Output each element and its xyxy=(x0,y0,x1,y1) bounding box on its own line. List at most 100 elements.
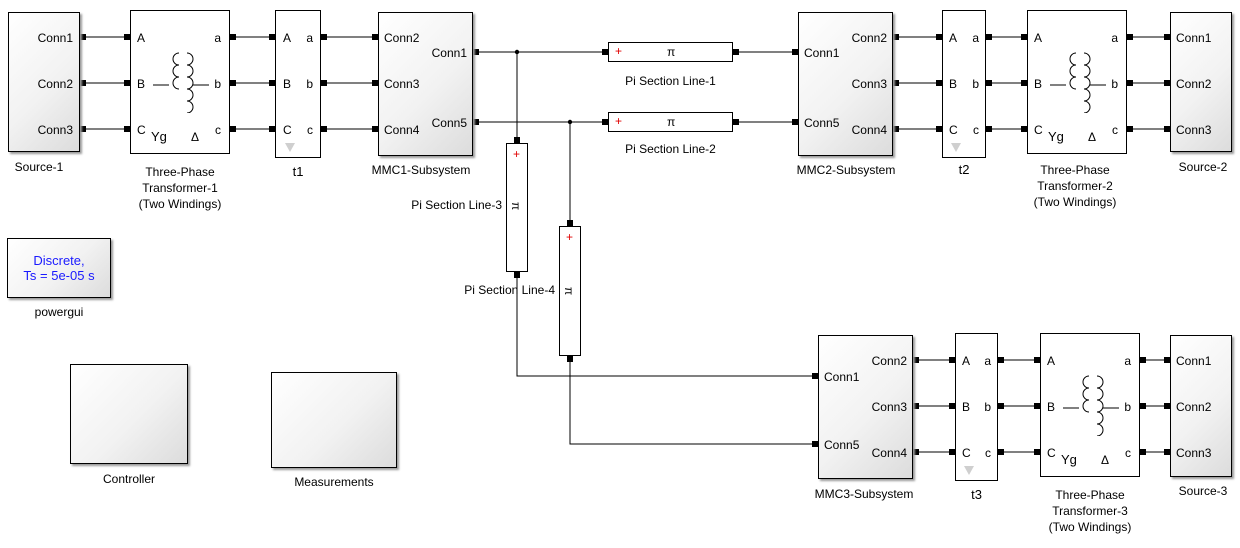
t1-port-C: C xyxy=(283,123,292,137)
t3-port-A: A xyxy=(962,354,971,368)
transformer-3-label-line3: (Two Windings) xyxy=(1048,520,1132,534)
transformer-1-port-B: B xyxy=(137,77,146,91)
transformer-3-label-line2: Transformer-3 xyxy=(1052,504,1128,518)
pi-symbol-icon: π xyxy=(509,201,524,211)
measurements-label: Measurements xyxy=(294,475,374,489)
t2-port-b: b xyxy=(972,77,979,91)
transformer-1-delta-label: Δ xyxy=(191,130,200,144)
transformer-1-port-b: b xyxy=(214,77,221,91)
pi-section-line-2-label: Pi Section Line-2 xyxy=(625,142,716,156)
t2-down-arrow-icon xyxy=(951,143,961,152)
controller-label: Controller xyxy=(102,472,156,486)
mmc1-subsystem-block[interactable]: Conn2 Conn3 Conn4 Conn1 Conn5 xyxy=(378,12,473,156)
transformer-1-port-C: C xyxy=(137,123,146,137)
pi-symbol-icon: π xyxy=(667,115,676,129)
pi-3-plus-icon: + xyxy=(513,147,521,161)
t1-block[interactable]: A B C a b c xyxy=(275,10,321,158)
mmc2-port-conn5: Conn5 xyxy=(804,116,840,130)
mmc2-port-conn2: Conn2 xyxy=(851,31,887,45)
transformer-3-port-C: C xyxy=(1047,446,1056,460)
transformer-1-block[interactable]: A B C a b c Yg Δ xyxy=(130,10,230,154)
pi-symbol-icon: π xyxy=(562,286,577,296)
t3-port-c: c xyxy=(985,446,991,460)
t3-label: t3 xyxy=(971,487,982,502)
mmc2-subsystem-label: MMC2-Subsystem xyxy=(796,163,896,177)
pi-section-line-4-block[interactable]: + π xyxy=(559,226,581,356)
t3-down-arrow-icon xyxy=(964,466,974,475)
source-2-port-conn3: Conn3 xyxy=(1176,123,1212,137)
mmc3-port-conn3: Conn3 xyxy=(871,400,907,414)
pi-1-plus-icon: + xyxy=(615,44,623,58)
transformer-2-port-C: C xyxy=(1034,123,1043,137)
source-2-block[interactable]: Conn1 Conn2 Conn3 xyxy=(1170,12,1232,152)
pi-2-plus-icon: + xyxy=(615,114,623,128)
pi-symbol-icon: π xyxy=(667,45,676,59)
t3-port-b: b xyxy=(984,400,991,414)
mmc3-subsystem-block[interactable]: Conn1 Conn5 Conn2 Conn3 Conn4 xyxy=(818,335,913,479)
source-1-port-conn3: Conn3 xyxy=(37,123,73,137)
t2-port-A: A xyxy=(949,31,958,45)
mmc2-port-conn4: Conn4 xyxy=(851,123,887,137)
t2-port-C: C xyxy=(949,123,958,137)
mmc1-port-conn3: Conn3 xyxy=(384,77,420,91)
transformer-coil-icon xyxy=(1050,52,1106,113)
transformer-3-port-c: c xyxy=(1125,446,1131,460)
source-1-port-conn1: Conn1 xyxy=(37,31,73,45)
transformer-3-label-line1: Three-Phase xyxy=(1055,488,1125,502)
t2-port-B: B xyxy=(949,77,958,91)
t2-port-c: c xyxy=(973,123,979,137)
transformer-1-label-line3: (Two Windings) xyxy=(138,197,222,211)
mmc3-subsystem-label: MMC3-Subsystem xyxy=(814,487,914,501)
t1-port-c: c xyxy=(307,123,313,137)
pi-4-plus-icon: + xyxy=(566,230,574,244)
t1-label: t1 xyxy=(292,164,304,179)
transformer-1-port-a: a xyxy=(214,31,221,45)
transformer-2-block[interactable]: A B C a b c Yg Δ xyxy=(1027,10,1127,154)
t3-port-a: a xyxy=(984,354,991,368)
transformer-2-port-a: a xyxy=(1111,31,1118,45)
pi-section-line-3-label: Pi Section Line-3 xyxy=(411,198,502,212)
source-1-label: Source-1 xyxy=(14,160,64,174)
t1-port-a: a xyxy=(306,31,313,45)
source-3-block[interactable]: Conn1 Conn2 Conn3 xyxy=(1170,335,1232,477)
mmc3-port-conn4: Conn4 xyxy=(871,446,907,460)
pi-section-line-4-label: Pi Section Line-4 xyxy=(464,283,555,297)
powergui-sample-time-text: Ts = 5e-05 s xyxy=(23,268,95,283)
t2-label: t2 xyxy=(958,162,970,177)
source-1-block[interactable]: Conn1 Conn2 Conn3 xyxy=(8,12,80,152)
transformer-3-delta-label: Δ xyxy=(1101,453,1110,467)
measurements-block[interactable] xyxy=(271,372,397,468)
powergui-text: Discrete, Ts = 5e-05 s xyxy=(23,253,94,283)
mmc1-port-conn4: Conn4 xyxy=(384,123,420,137)
pi-section-line-3-block[interactable]: + π xyxy=(506,143,528,272)
mmc1-port-conn2: Conn2 xyxy=(384,31,420,45)
source-3-port-conn2: Conn2 xyxy=(1176,400,1212,414)
source-3-port-conn1: Conn1 xyxy=(1176,354,1212,368)
pi-section-line-1-block[interactable]: + π xyxy=(608,42,733,62)
transformer-coil-icon xyxy=(1063,375,1119,436)
transformer-3-port-a: a xyxy=(1124,354,1131,368)
transformer-3-block[interactable]: A B C a b c Yg Δ xyxy=(1040,333,1140,477)
transformer-1-port-c: c xyxy=(215,123,221,137)
transformer-3-port-b: b xyxy=(1124,400,1131,414)
t1-port-A: A xyxy=(283,31,292,45)
transformer-2-label-line3: (Two Windings) xyxy=(1033,195,1117,209)
mmc3-port-conn5: Conn5 xyxy=(824,438,860,452)
controller-block[interactable] xyxy=(70,364,188,464)
mmc2-subsystem-block[interactable]: Conn1 Conn5 Conn2 Conn3 Conn4 xyxy=(798,12,893,156)
t2-block[interactable]: A B C a b c xyxy=(942,10,986,158)
powergui-mode-text: Discrete, xyxy=(33,253,85,268)
mmc2-port-conn1: Conn1 xyxy=(804,46,840,60)
t3-port-B: B xyxy=(962,400,971,414)
transformer-1-label-line1: Three-Phase xyxy=(145,165,215,179)
transformer-2-port-c: c xyxy=(1112,123,1118,137)
source-2-port-conn2: Conn2 xyxy=(1176,77,1212,91)
pi-section-line-1-label: Pi Section Line-1 xyxy=(625,74,716,88)
powergui-block[interactable]: Discrete, Ts = 5e-05 s xyxy=(7,238,111,298)
transformer-2-delta-label: Δ xyxy=(1088,130,1097,144)
mmc1-port-conn1: Conn1 xyxy=(431,46,467,60)
t3-block[interactable]: A B C a b c xyxy=(955,333,998,481)
pi-section-line-2-block[interactable]: + π xyxy=(608,112,733,132)
source-3-port-conn3: Conn3 xyxy=(1176,446,1212,460)
